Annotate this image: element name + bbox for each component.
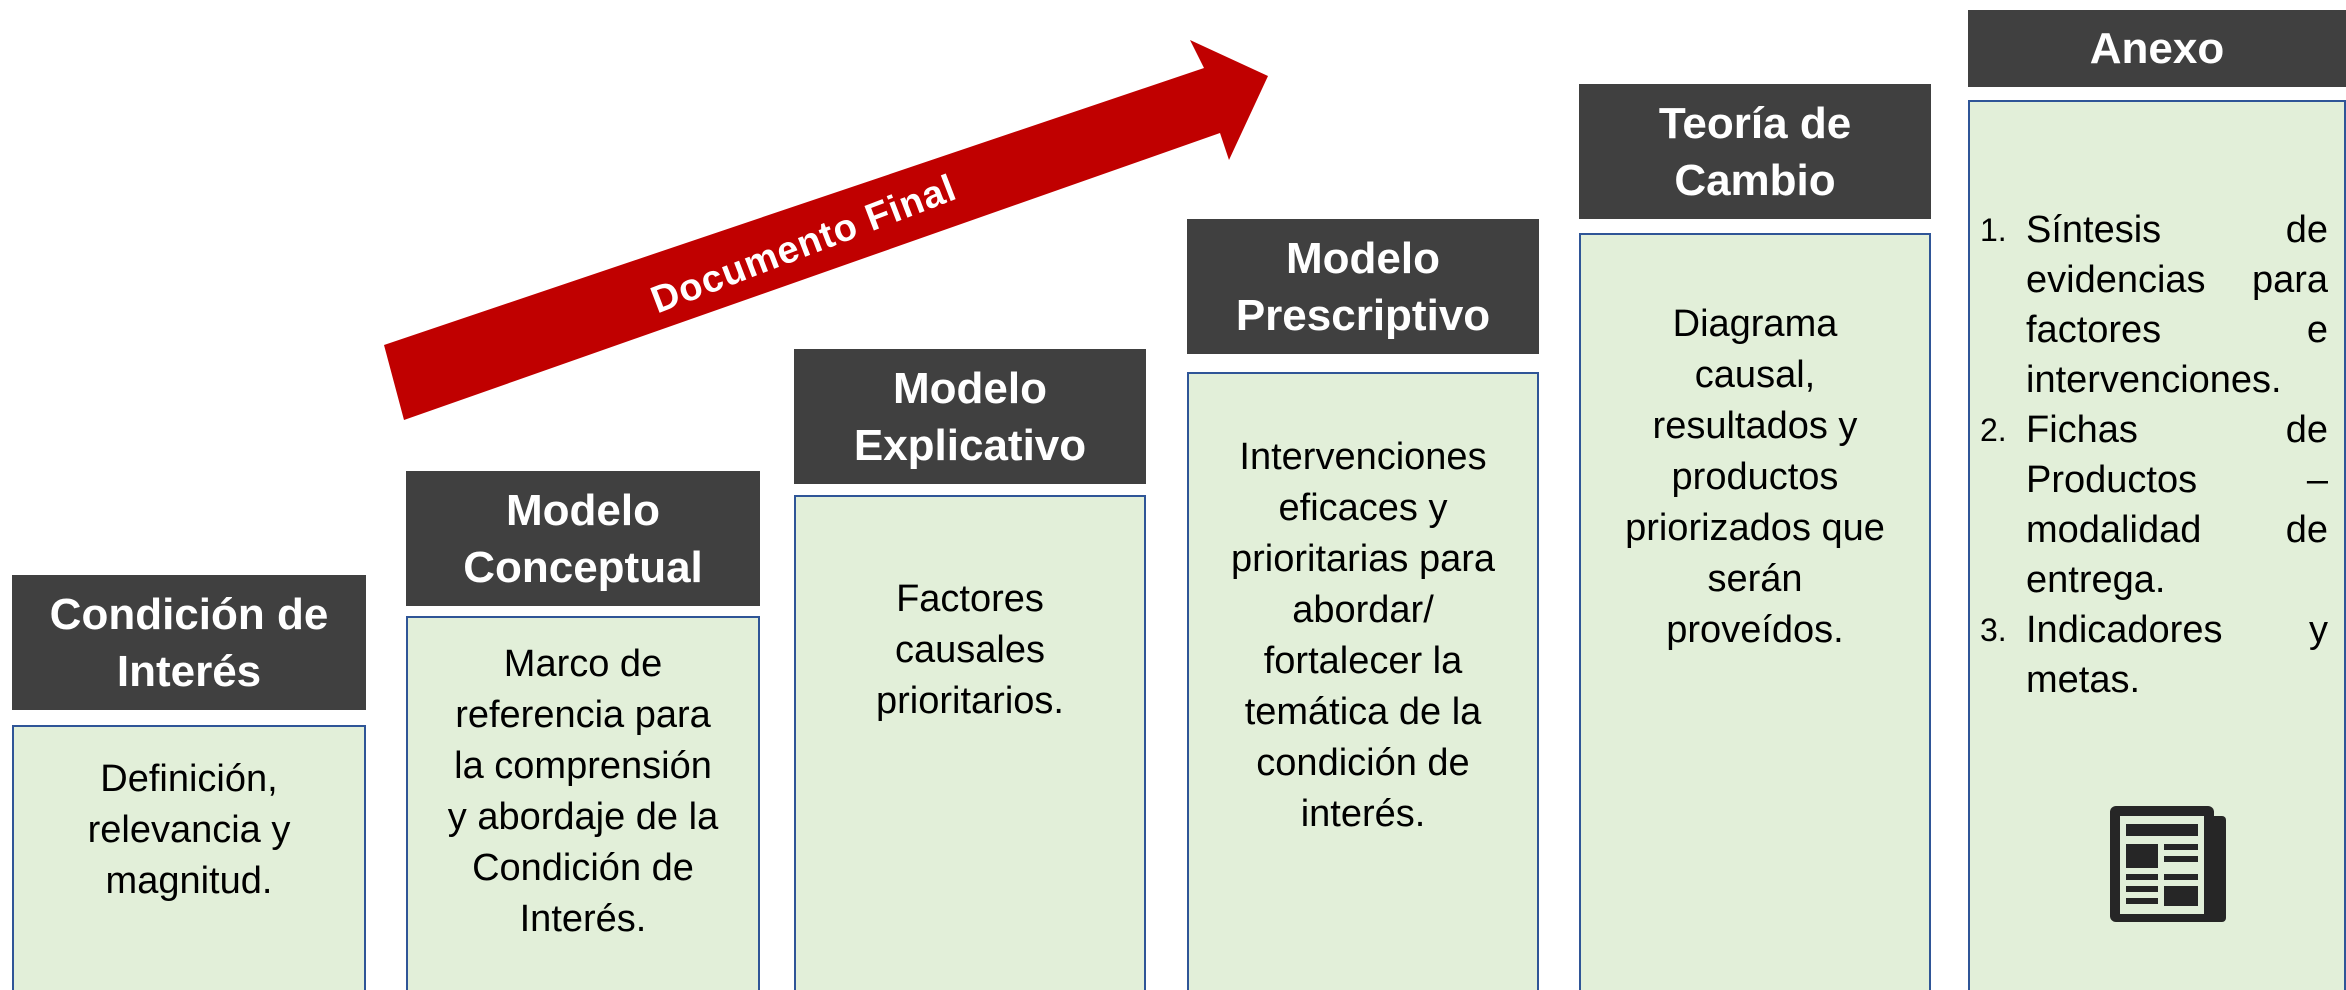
step-description-line: priorizados que — [1625, 507, 1885, 549]
step-title: Condición de Interés — [12, 575, 366, 710]
step-description-box: Intervenciones eficaces y prioritarias p… — [1187, 372, 1539, 990]
step-description-line: eficaces y — [1278, 487, 1448, 529]
step-teoria-de-cambio: Teoría de Cambio Diagrama causal, result… — [1579, 0, 1931, 990]
step-title-line: Modelo — [893, 363, 1047, 413]
step-title: Modelo Conceptual — [406, 471, 760, 606]
step-description-line: serán — [1707, 558, 1803, 600]
newspaper-icon — [2110, 806, 2226, 922]
annex-item: 2. Fichas de Productos – modalidad de en… — [1980, 405, 2328, 605]
step-description-line: referencia para — [455, 694, 711, 736]
step-description-line: productos — [1671, 456, 1839, 498]
step-description-line: condición de — [1256, 742, 1470, 784]
step-modelo-prescriptivo: Modelo Prescriptivo Intervenciones efica… — [1187, 0, 1539, 990]
arrow-shape — [384, 40, 1268, 420]
step-description-line: Interés. — [519, 898, 647, 940]
step-title-line: Cambio — [1674, 155, 1836, 205]
step-title-line: Anexo — [2089, 24, 2225, 73]
step-description-line: interés. — [1300, 793, 1426, 835]
annex-item-line: metas. — [2026, 659, 2141, 701]
annex-item-number: 1. — [1980, 212, 2007, 248]
step-title: Anexo — [1968, 10, 2346, 87]
step-description-box: Marco de referencia para la comprensión … — [406, 616, 760, 990]
step-description-box: Definición, relevancia y magnitud. — [12, 725, 366, 990]
step-description-line: temática de la — [1244, 691, 1482, 733]
annex-item-line: intervenciones. — [2026, 359, 2282, 401]
annex-item: 1. Síntesis de evidencias para factores … — [1980, 205, 2328, 405]
step-title-line: Teoría de — [1658, 98, 1852, 148]
step-title-line: Interés — [116, 646, 262, 696]
step-description-box: Diagrama causal, resultados y productos … — [1579, 233, 1931, 990]
step-title-line: Conceptual — [463, 542, 703, 592]
step-modelo-explicativo: Modelo Explicativo Factores causales pri… — [794, 0, 1146, 990]
step-title-line: Prescriptivo — [1235, 290, 1491, 340]
annex-item-line: Indicadores y — [2026, 609, 2328, 651]
annex-list: 1. Síntesis de evidencias para factores … — [1980, 205, 2328, 705]
step-title: Modelo Prescriptivo — [1187, 219, 1539, 354]
annex-item-line: modalidad de — [2026, 509, 2328, 551]
annex-item-number: 2. — [1980, 412, 2007, 448]
step-title-line: Modelo — [506, 485, 660, 535]
step-description-line: la comprensión — [454, 745, 712, 787]
step-condicion-de-interes: Condición de Interés Definición, relevan… — [12, 0, 366, 990]
step-description-line: prioritarias para — [1231, 538, 1495, 580]
step-description-box: Factores causales prioritarios. — [794, 495, 1146, 990]
step-description-line: Condición de — [472, 847, 694, 889]
annex-item-line: Fichas de — [2026, 409, 2328, 451]
annex-item-line: Productos – — [2026, 459, 2328, 501]
annex-item-line: Síntesis de — [2026, 209, 2328, 251]
annex-item: 3. Indicadores y metas. — [1980, 605, 2328, 705]
step-description-line: Factores — [896, 578, 1044, 620]
annex-item-number: 3. — [1980, 612, 2007, 648]
step-description-line: y abordaje de la — [447, 796, 719, 838]
step-description-line: proveídos. — [1666, 609, 1844, 651]
step-description-line: causales — [895, 629, 1045, 671]
step-modelo-conceptual: Modelo Conceptual Marco de referencia pa… — [406, 0, 760, 990]
step-description-line: abordar/ — [1292, 589, 1434, 631]
step-title-line: Explicativo — [853, 420, 1087, 470]
step-description-line: fortalecer la — [1263, 640, 1463, 682]
step-title-line: Modelo — [1286, 233, 1440, 283]
step-title: Modelo Explicativo — [794, 349, 1146, 484]
step-anexo: Anexo 1. Síntesis de evidencias para fac… — [1968, 0, 2346, 990]
annex-item-line: factores e — [2026, 309, 2328, 351]
step-description-line: prioritarios. — [876, 680, 1064, 722]
step-annex-box: 1. Síntesis de evidencias para factores … — [1968, 100, 2346, 990]
step-description-line: relevancia y — [87, 809, 291, 851]
step-description-line: Definición, — [100, 758, 278, 800]
annex-item-line: entrega. — [2026, 559, 2166, 601]
step-title-line: Condición de — [49, 589, 329, 639]
step-title: Teoría de Cambio — [1579, 84, 1931, 219]
step-description-line: Diagrama — [1672, 303, 1838, 345]
step-description-line: resultados y — [1652, 405, 1858, 447]
annex-item-line: evidencias para — [2026, 259, 2328, 301]
step-description-line: Marco de — [503, 643, 663, 685]
step-description-line: magnitud. — [105, 860, 273, 902]
step-description-line: causal, — [1694, 354, 1816, 396]
step-description-line: Intervenciones — [1239, 436, 1487, 478]
